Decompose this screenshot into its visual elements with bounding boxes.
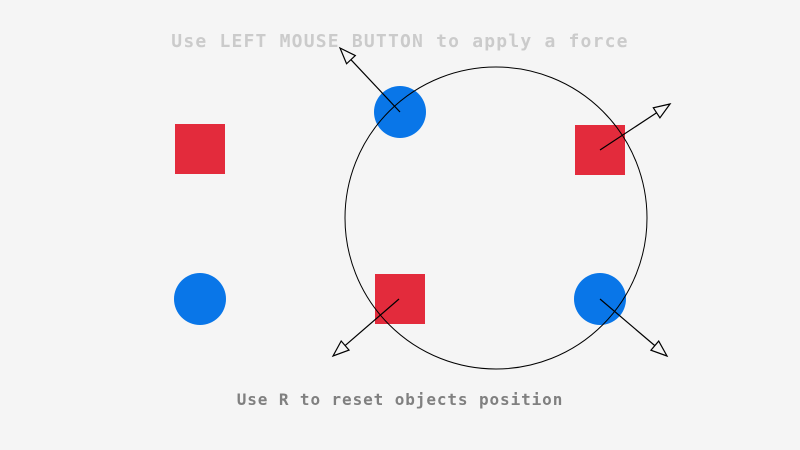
red-square-left[interactable]	[175, 124, 225, 174]
force-arrow-bottom-right-shaft	[599, 298, 656, 347]
force-arrow-top-right-shaft	[599, 112, 657, 151]
force-arrow-bottom-right-head	[649, 340, 669, 358]
red-square-bottom[interactable]	[375, 274, 425, 324]
instruction-reset: Use R to reset objects position	[236, 390, 564, 409]
force-arrow-top-head	[338, 46, 357, 65]
interaction-radius-circle	[344, 66, 648, 370]
force-arrow-bottom-head	[331, 339, 351, 358]
force-arrow-bottom-shaft	[344, 298, 400, 346]
blue-circle-left[interactable]	[174, 273, 226, 325]
instruction-apply-force: Use LEFT MOUSE BUTTON to apply a force	[171, 31, 629, 52]
force-arrow-top-right-head	[652, 103, 672, 119]
force-arrow-top-shaft	[350, 59, 401, 113]
